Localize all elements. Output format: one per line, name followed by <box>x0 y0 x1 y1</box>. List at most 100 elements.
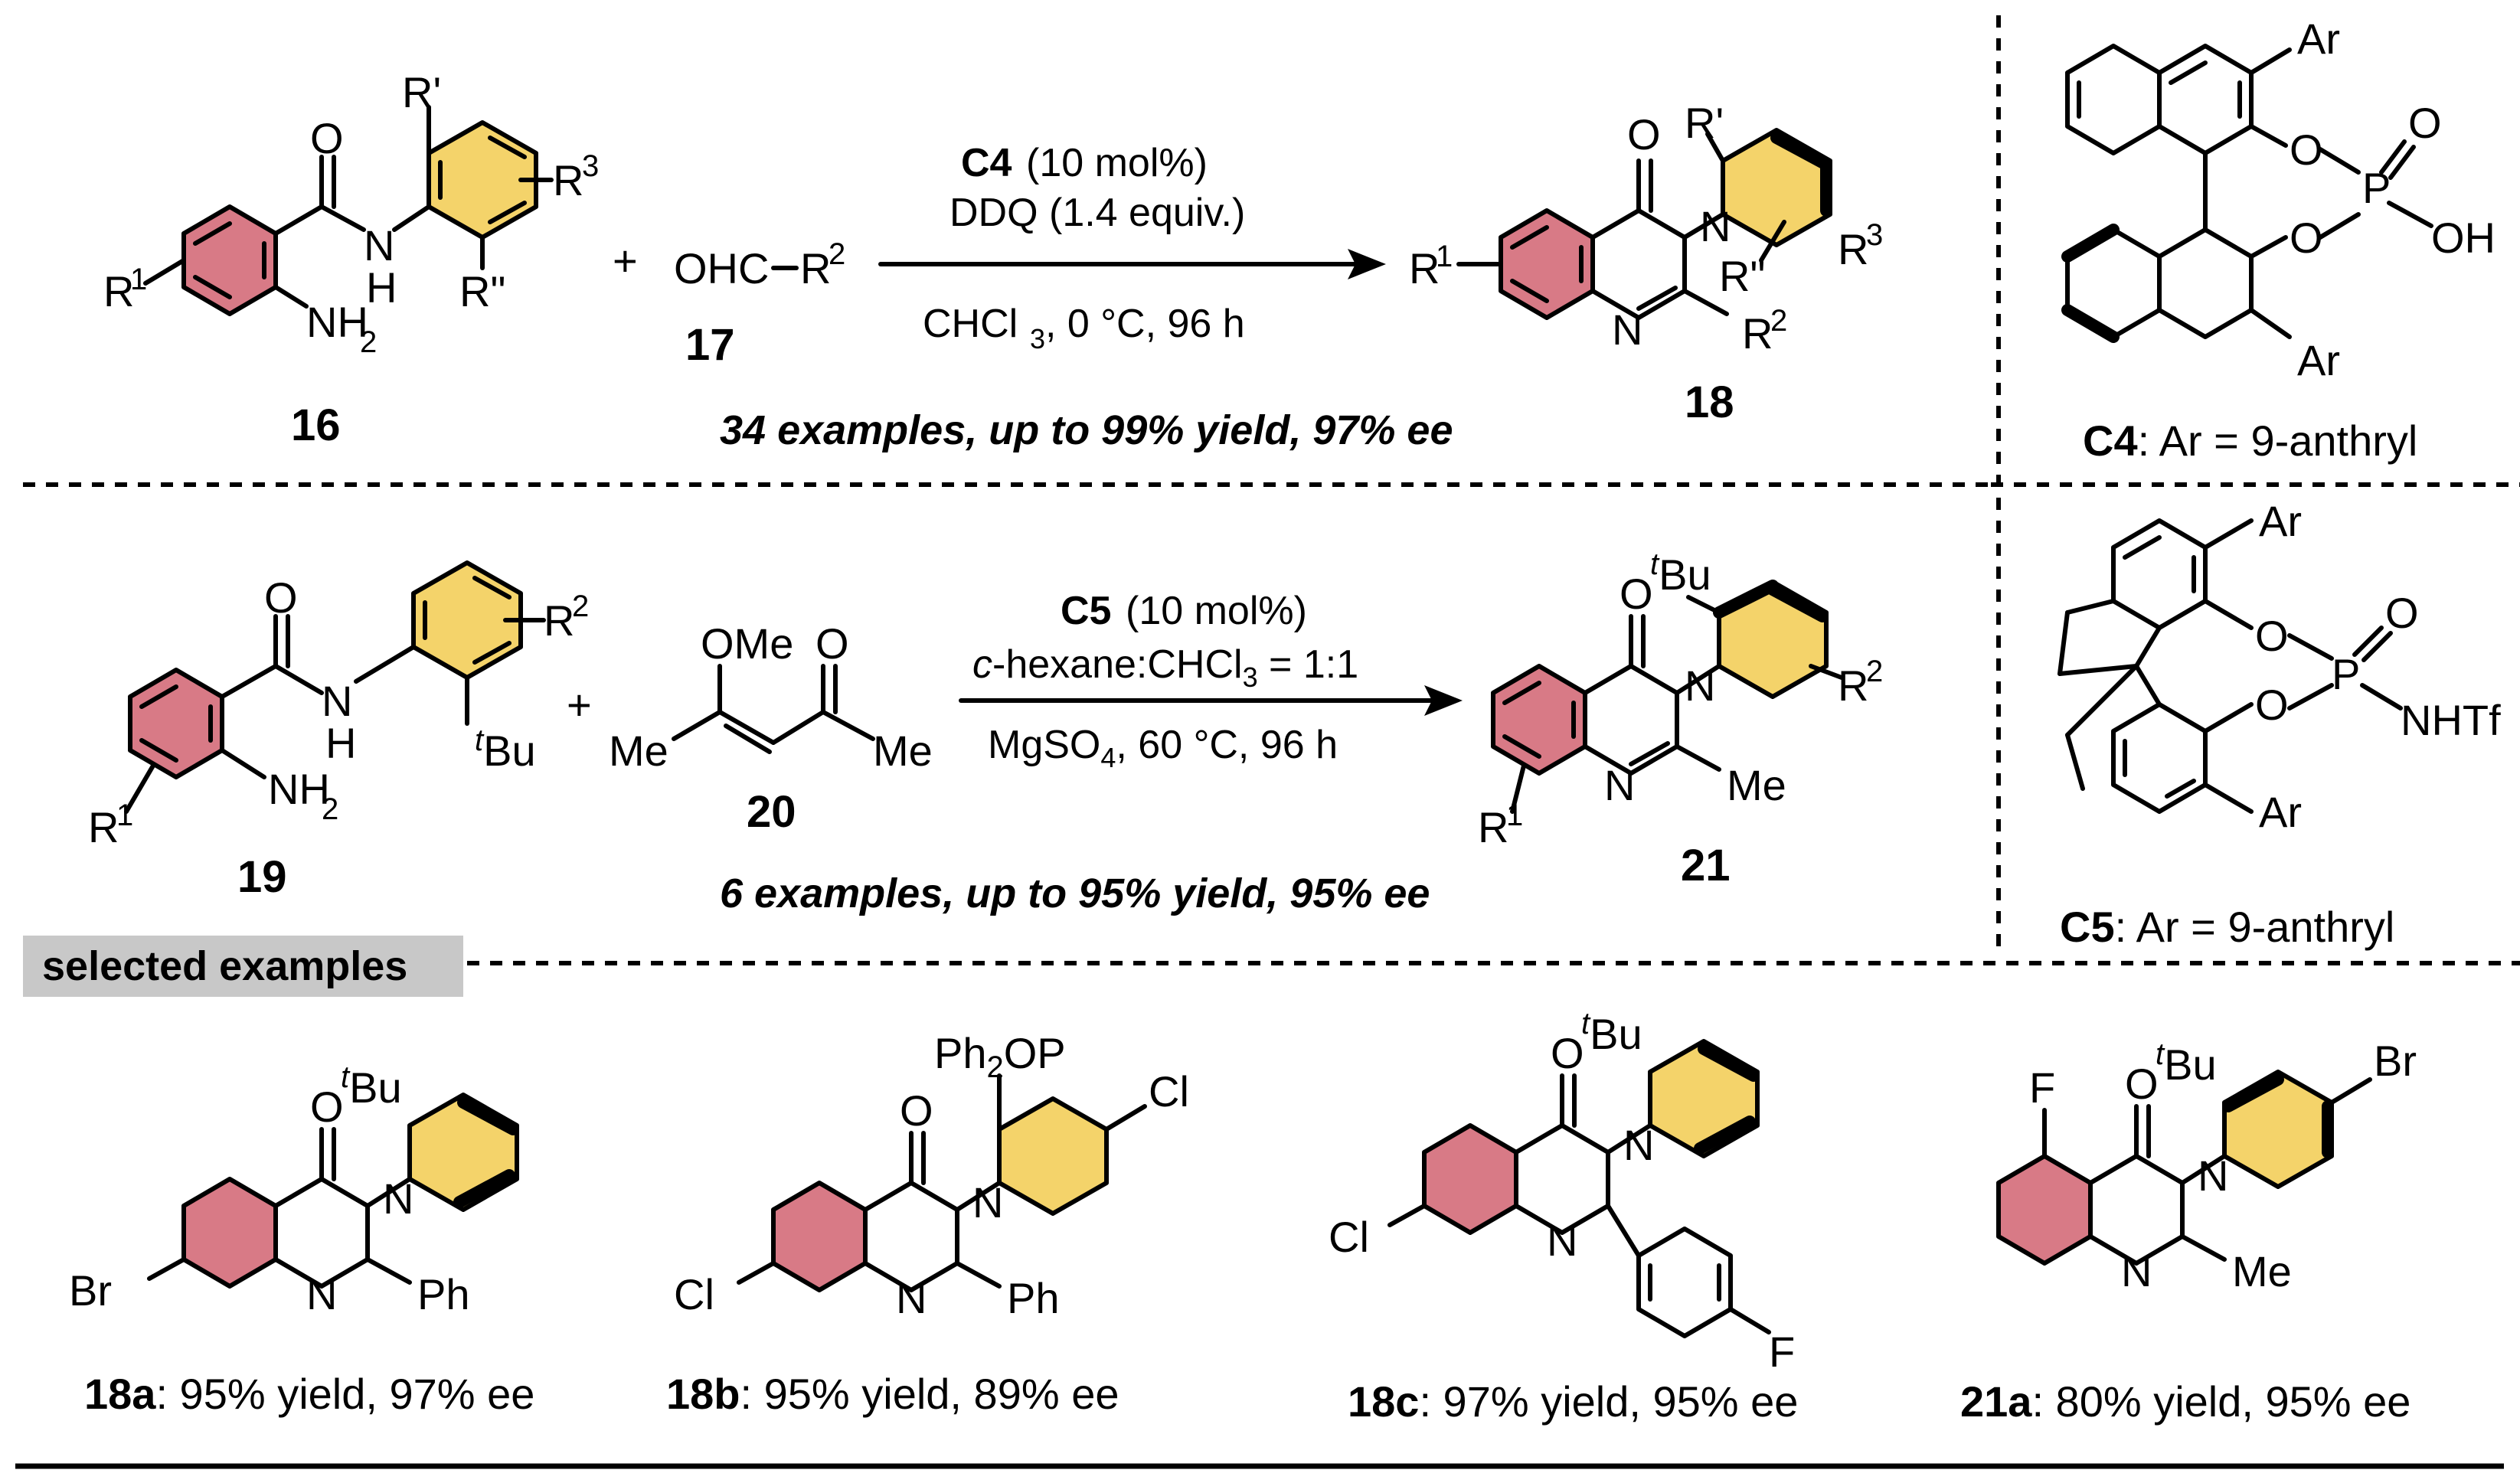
r3-label: R <box>553 156 583 204</box>
compound-16-label: 16 <box>291 400 341 450</box>
p21-me-label: Me <box>1727 761 1786 809</box>
compound-17-label: 17 <box>685 320 735 370</box>
compound-17: OHC R 2 17 <box>674 237 845 370</box>
p21-n3-label: N <box>1685 661 1715 710</box>
aldehyde-formula: OHC <box>674 244 769 292</box>
ex18b-ph: Ph <box>1007 1274 1060 1322</box>
ex18b-n1: N <box>896 1274 927 1322</box>
ex18b-o: O <box>900 1086 933 1135</box>
ex18c-f: F <box>1769 1328 1795 1376</box>
r19-o-label: O <box>264 573 298 622</box>
ex21a-n3: N <box>2198 1151 2228 1200</box>
product18-o-label: O <box>1627 110 1661 158</box>
p21-r1-sup: 1 <box>1506 799 1523 832</box>
example-21a: O tBu Br N N Me F 21a: 80% yield, 95% ee <box>1960 1037 2417 1426</box>
aldehyde-r-sup: 2 <box>829 237 845 271</box>
r19-nh2-label: NH <box>268 765 330 813</box>
r19-r2-sup: 2 <box>572 590 589 623</box>
ex18b-cl-para: Cl <box>1149 1067 1189 1116</box>
reaction1-solvent-sub: 3 <box>1030 323 1045 354</box>
plus-sign-2: + <box>567 681 592 729</box>
ex18c-tbu: tBu <box>1581 1007 1642 1058</box>
c4-o-bottom: O <box>2290 214 2323 262</box>
compound-20: OMe O Me Me 20 <box>609 619 933 837</box>
c5-po-label: O <box>2385 589 2419 637</box>
ex18b-caption: 18b: 95% yield, 89% ee <box>666 1370 1119 1418</box>
compound-19: O N H NH 2 R 1 R 2 tBu 19 <box>88 560 589 902</box>
ex21a-o: O <box>2125 1060 2159 1108</box>
ex18a-n1: N <box>306 1270 337 1318</box>
r19-r1-sup: 1 <box>116 799 133 832</box>
r19-r1-label: R <box>88 803 119 851</box>
product18-rpp-label: R" <box>1719 252 1765 300</box>
ex21a-n1: N <box>2121 1247 2152 1295</box>
c5-nhtf-label: NHTf <box>2401 696 2501 744</box>
product18-n3-label: N <box>1700 202 1731 250</box>
ex18b-p: Ph2OP <box>934 1029 1066 1084</box>
aldehyde-r: R <box>800 244 831 292</box>
p21-r1-label: R <box>1478 803 1508 851</box>
example-18b: O Ph2OP Cl N N Ph Cl 18b: 95% yield, 89%… <box>666 1029 1189 1418</box>
product18-r3-sup: 3 <box>1866 218 1883 252</box>
c4-o-top: O <box>2290 126 2323 174</box>
carbonyl-o-label: O <box>310 114 344 162</box>
catalyst-c5: Ar Ar O O P O NHTf C5: Ar = 9-anthryl <box>2058 497 2501 951</box>
selected-examples-header: selected examples <box>42 943 407 989</box>
r19-nh-label: N <box>322 677 352 725</box>
c4-po-label: O <box>2408 99 2442 147</box>
reaction1-arrow <box>878 249 1386 279</box>
c5-ar-top: Ar <box>2259 497 2302 545</box>
ex18a-o: O <box>310 1083 344 1131</box>
ex18c-n3: N <box>1623 1121 1654 1169</box>
r20-o-label: O <box>815 619 849 668</box>
compound-18: O N N R 2 R 1 R' R" R 3 18 <box>1409 99 1883 427</box>
r-double-prime-label: R" <box>459 267 505 315</box>
r19-nh2-sub: 2 <box>322 792 338 826</box>
r20-me-right: Me <box>873 727 933 775</box>
reaction2-summary: 6 examples, up to 95% yield, 95% ee <box>720 871 1430 916</box>
ex21a-me: Me <box>2232 1247 2292 1295</box>
c5-caption: C5: Ar = 9-anthryl <box>2060 903 2394 951</box>
ex18c-cl: Cl <box>1329 1213 1369 1261</box>
nh2-label: NH <box>306 298 368 346</box>
ex18a-caption: 18a: 95% yield, 97% ee <box>84 1370 534 1418</box>
c5-ar-bottom: Ar <box>2259 788 2302 836</box>
p21-r2-label: R <box>1838 661 1868 710</box>
ex18a-ph: Ph <box>417 1270 470 1318</box>
ex21a-caption: 21a: 80% yield, 95% ee <box>1960 1377 2411 1426</box>
selected-examples-badge <box>23 936 463 997</box>
reaction1-conditions: , 0 °C, 96 h <box>1045 302 1245 346</box>
ex18a-tbu: tBu <box>341 1060 402 1112</box>
r20-ome-label: OMe <box>701 619 793 668</box>
reaction2-loading: (10 mol%) <box>1126 589 1307 633</box>
c5-p-label: P <box>2332 650 2360 698</box>
r20-me-left: Me <box>609 727 668 775</box>
r-prime-label: R' <box>402 68 441 116</box>
c4-ar-bottom: Ar <box>2297 336 2340 384</box>
ex18c-o: O <box>1551 1029 1584 1077</box>
c5-o-top: O <box>2255 612 2289 660</box>
compound-18-label: 18 <box>1685 377 1734 427</box>
c5-o-bottom: O <box>2255 681 2289 729</box>
ex18b-cl: Cl <box>674 1270 714 1318</box>
compound-20-label: 20 <box>747 787 796 837</box>
product18-rp-label: R' <box>1685 99 1724 147</box>
reaction1-solvent: CHCl <box>923 302 1018 346</box>
r1-sup: 1 <box>130 263 147 296</box>
p21-n1-label: N <box>1604 761 1635 809</box>
example-18c: O tBu N N F Cl 18c: 97% yield, 95% ee <box>1329 1007 1798 1426</box>
r19-h-label: H <box>325 719 356 767</box>
product18-n1-label: N <box>1612 305 1642 354</box>
plus-sign-1: + <box>613 237 638 285</box>
reaction2-catalyst: C5 <box>1061 589 1111 633</box>
compound-21-label: 21 <box>1681 841 1731 890</box>
product18-r2-sup: 2 <box>1770 304 1787 338</box>
example-18a: O tBu N N Ph Br 18a: 95% yield, 97% ee <box>69 1060 534 1418</box>
p21-o-label: O <box>1620 570 1653 618</box>
h-label: H <box>366 263 397 312</box>
product18-r1-sup: 1 <box>1436 240 1453 273</box>
r3-sup: 3 <box>582 149 599 183</box>
ex18c-n1: N <box>1547 1217 1577 1265</box>
reaction1-loading: (10 mol%) <box>1026 141 1208 185</box>
